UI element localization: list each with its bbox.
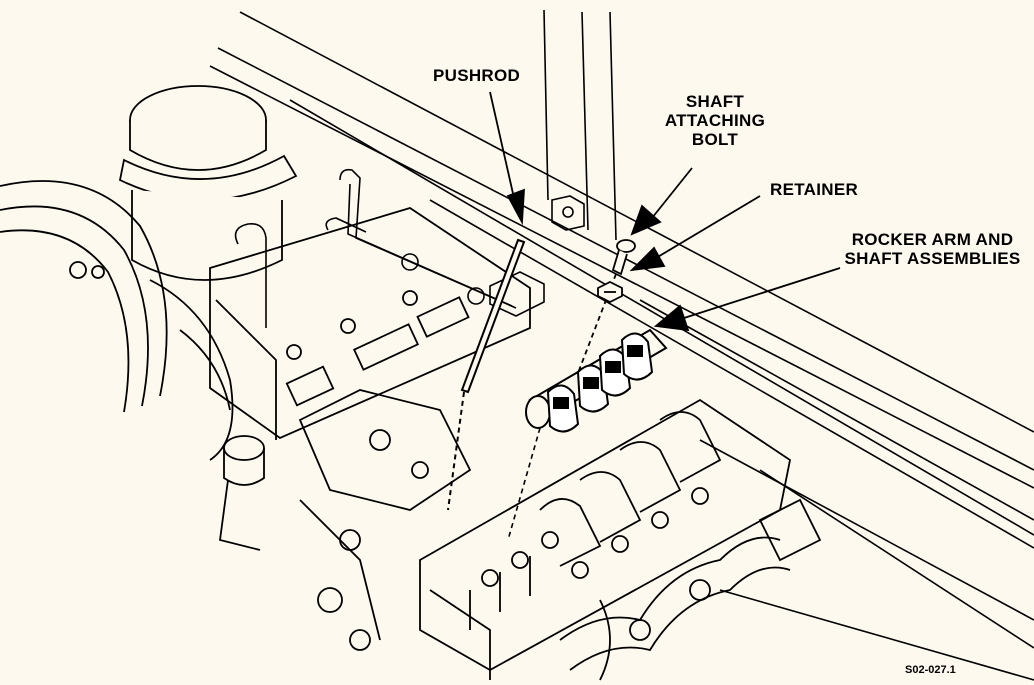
shaft-attaching-bolt-label-line1: SHAFT bbox=[685, 92, 745, 111]
front-accessories bbox=[219, 389, 472, 651]
retainer bbox=[597, 280, 623, 304]
fuel-lines bbox=[234, 168, 545, 328]
bolt-arrowhead bbox=[630, 204, 662, 236]
pushrod bbox=[447, 238, 526, 511]
bolt-leader bbox=[651, 167, 693, 219]
rocker-arm-label: ROCKER ARM AND SHAFT ASSEMBLIES bbox=[830, 230, 1034, 268]
shaft-attaching-bolt-label: SHAFT ATTACHING BOLT bbox=[640, 92, 790, 149]
figure-code: S02-027.1 bbox=[905, 664, 956, 676]
rocker-arrowhead bbox=[653, 304, 690, 332]
retainer-label: RETAINER bbox=[770, 180, 859, 199]
callout-arrows bbox=[489, 91, 841, 332]
firewall-posts bbox=[543, 9, 617, 241]
rocker-arm-assemblies bbox=[507, 328, 668, 541]
rocker-arm-label-line2: SHAFT ASSEMBLIES bbox=[844, 249, 1021, 268]
retainer-arrowhead bbox=[629, 246, 666, 272]
shaft-attaching-bolt-label-line3: BOLT bbox=[691, 130, 739, 149]
pushrod-arrowhead bbox=[506, 188, 525, 226]
fan-shroud bbox=[0, 180, 234, 461]
pushrod-label: PUSHROD bbox=[433, 66, 521, 85]
retainer-leader bbox=[655, 195, 761, 259]
rocker-arm-label-line1: ROCKER ARM AND bbox=[851, 230, 1014, 249]
shaft-attaching-bolt-label-line2: ATTACHING bbox=[664, 111, 766, 130]
exhaust-manifold bbox=[559, 498, 822, 681]
rocker-leader bbox=[683, 267, 841, 319]
pushrod-leader bbox=[489, 91, 515, 199]
intake-manifold bbox=[209, 207, 531, 440]
